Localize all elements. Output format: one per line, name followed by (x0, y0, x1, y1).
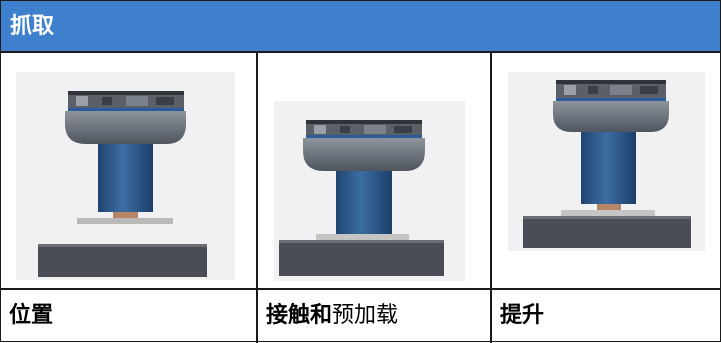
label-position-text: 位置 (9, 303, 54, 328)
table-header: 抓取 (1, 1, 720, 53)
gripper-contact-image (279, 120, 444, 276)
label-lift: 提升 (492, 290, 720, 341)
gripper-hovering-image (38, 91, 207, 277)
label-contact-preload: 接触和预加载 (258, 290, 490, 341)
gripper-lift-image (523, 80, 691, 248)
label-lift-text: 提升 (500, 303, 545, 328)
label-position: 位置 (1, 290, 256, 341)
header-title: 抓取 (10, 14, 55, 39)
label-preload-text: 预加载 (332, 303, 399, 328)
image-lift (508, 72, 705, 251)
label-contact-text: 接触和 (266, 303, 333, 328)
column-divider-2 (490, 53, 492, 343)
image-contact (274, 101, 465, 281)
image-position (16, 72, 235, 280)
row-divider (1, 288, 720, 290)
column-divider-1 (256, 53, 258, 343)
